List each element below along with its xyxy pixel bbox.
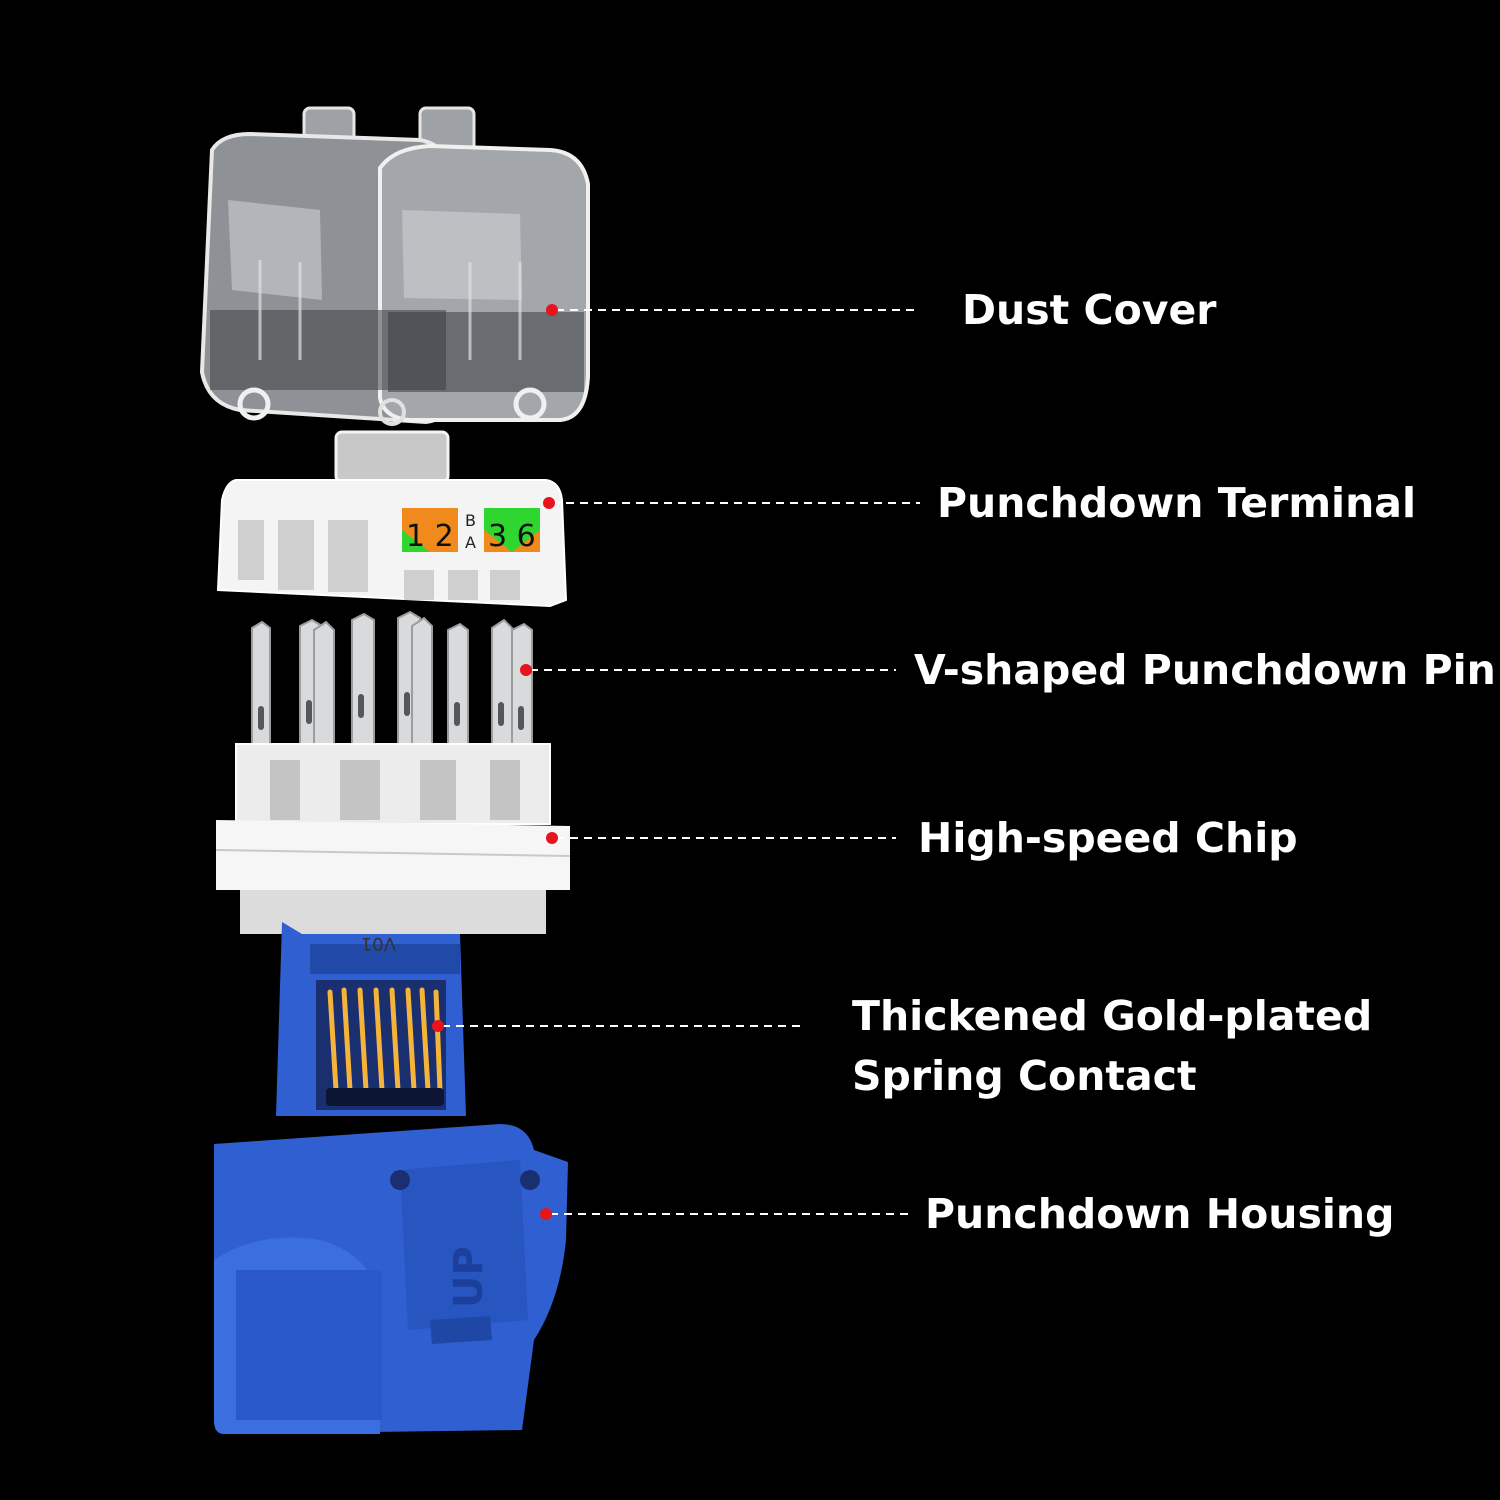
high-speed-chip-label: High-speed Chip bbox=[918, 814, 1298, 862]
punchdown-housing-part bbox=[214, 1124, 568, 1434]
punchdown-housing-dot bbox=[540, 1208, 552, 1220]
punchdown-housing-label: Punchdown Housing bbox=[925, 1190, 1395, 1238]
punchdown-terminal-dot bbox=[543, 497, 555, 509]
chip-marking: V01 bbox=[361, 933, 396, 954]
housing-marking: UP bbox=[446, 1246, 492, 1308]
high-speed-chip-dot bbox=[546, 832, 558, 844]
terminal-left-numbers: 1 2 bbox=[406, 519, 454, 554]
terminal-right-numbers: 3 6 bbox=[488, 519, 536, 554]
v-shaped-pin-dot bbox=[520, 664, 532, 676]
spring-contact-label-line2: Spring Contact bbox=[852, 1052, 1197, 1100]
v-shaped-pins-part bbox=[251, 610, 533, 745]
punchdown-terminal-part bbox=[216, 430, 568, 608]
spring-contact-label-line1: Thickened Gold-plated bbox=[852, 992, 1373, 1040]
dust-cover-label: Dust Cover bbox=[962, 286, 1217, 334]
punchdown-terminal-label: Punchdown Terminal bbox=[937, 479, 1417, 527]
terminal-code-bottom: A bbox=[465, 533, 476, 552]
dust-cover-part bbox=[199, 106, 590, 426]
dust-cover-dot bbox=[546, 304, 558, 316]
high-speed-chip-part bbox=[215, 743, 571, 934]
spring-contact-dot bbox=[432, 1020, 444, 1032]
spring-contact-part bbox=[276, 922, 466, 1116]
v-shaped-punchdown-pin-label: V-shaped Punchdown Pin bbox=[914, 646, 1496, 694]
terminal-code-top: B bbox=[465, 511, 476, 530]
